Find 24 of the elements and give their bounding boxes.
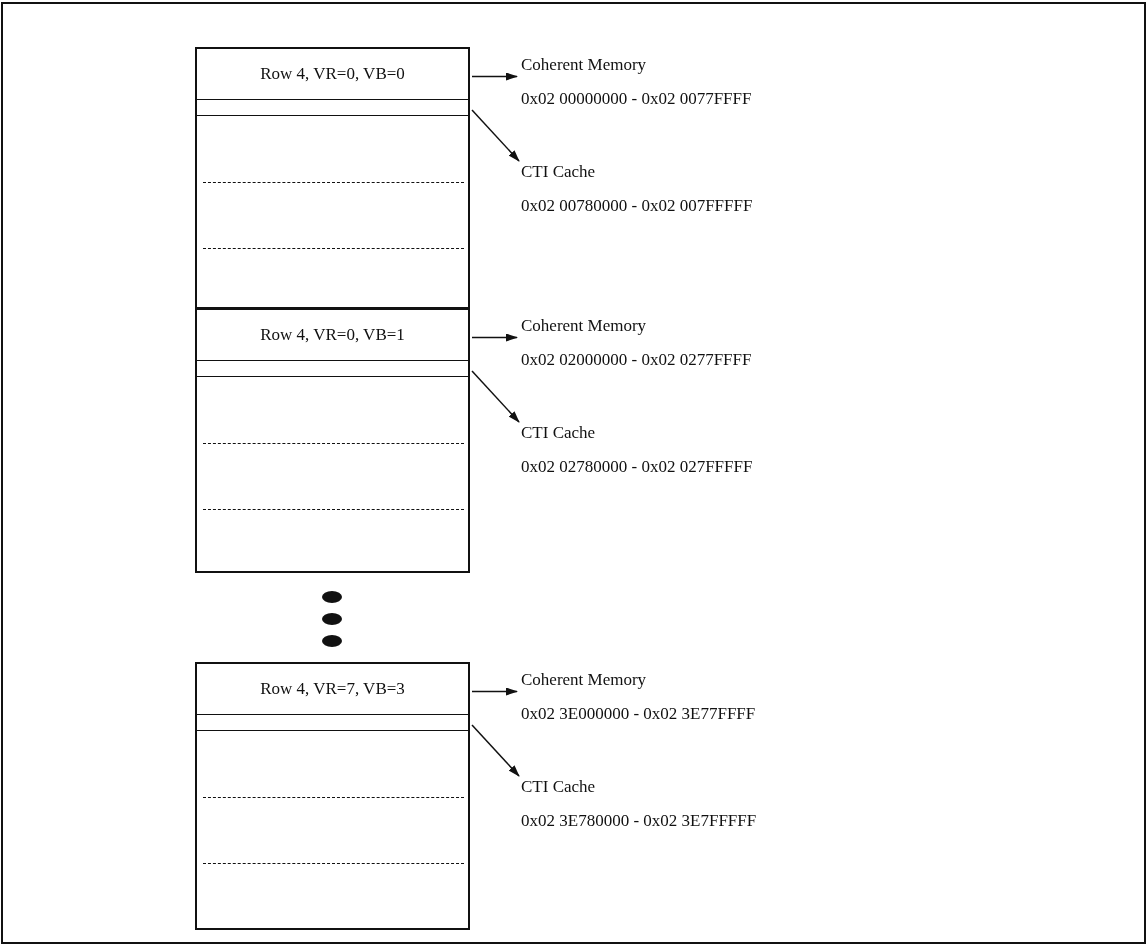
address-range: 0x02 02000000 - 0x02 0277FFFF: [521, 349, 752, 371]
region-name: CTI Cache: [521, 161, 596, 183]
region-name: Coherent Memory: [521, 315, 647, 337]
memory-block: [195, 308, 470, 573]
address-range: 0x02 3E780000 - 0x02 3E7FFFFF: [521, 810, 757, 832]
row-label: Row 4, VR=0, VB=0: [260, 64, 405, 84]
region-name: CTI Cache: [521, 776, 596, 798]
region-name: Coherent Memory: [521, 669, 647, 691]
memory-block: [195, 47, 470, 309]
address-range: 0x02 00780000 - 0x02 007FFFFF: [521, 195, 753, 217]
arrow: [471, 72, 518, 81]
row-label: Row 4, VR=0, VB=1: [260, 325, 405, 345]
arrow: [471, 370, 520, 423]
memory-block: [195, 662, 470, 930]
address-range: 0x02 3E000000 - 0x02 3E77FFFF: [521, 703, 756, 725]
arrow: [471, 687, 518, 696]
arrow: [471, 109, 520, 162]
row-label: Row 4, VR=7, VB=3: [260, 679, 405, 699]
address-range: 0x02 00000000 - 0x02 0077FFFF: [521, 88, 752, 110]
arrow: [471, 724, 520, 777]
region-name: CTI Cache: [521, 422, 596, 444]
arrow: [471, 333, 518, 342]
region-name: Coherent Memory: [521, 54, 647, 76]
address-range: 0x02 02780000 - 0x02 027FFFFF: [521, 456, 753, 478]
